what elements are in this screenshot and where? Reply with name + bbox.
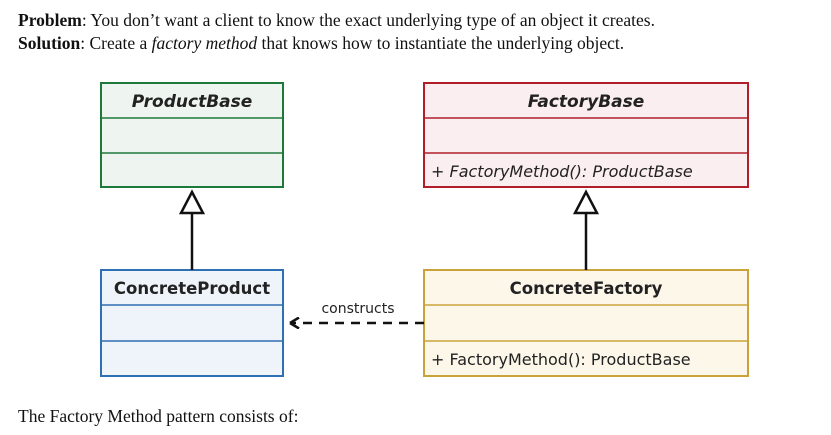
solution-label: Solution (18, 33, 81, 53)
product-inheritance-arrow (178, 189, 206, 270)
factory-base-name: FactoryBase (528, 92, 645, 112)
solution-text-after: that knows how to instantiate the underl… (257, 33, 625, 53)
solution-text-before: : Create a (80, 33, 152, 53)
concrete-factory-class: ConcreteFactory + FactoryMethod(): Produ… (423, 269, 749, 377)
dependency-label: constructs (321, 301, 394, 317)
constructs-dependency: constructs (290, 301, 424, 323)
footer-text: The Factory Method pattern consists of: (18, 406, 299, 426)
concrete-product-name: ConcreteProduct (114, 279, 270, 298)
product-base-box (100, 82, 284, 188)
product-base-class: ProductBase (100, 82, 284, 188)
factory-base-box (423, 82, 749, 188)
factory-base-method: + FactoryMethod(): ProductBase (431, 162, 693, 181)
factory-inheritance-triangle (572, 189, 600, 215)
factory-base-class: FactoryBase + FactoryMethod(): ProductBa… (423, 82, 749, 188)
product-base-name: ProductBase (132, 92, 253, 112)
concrete-factory-method: + FactoryMethod(): ProductBase (431, 350, 691, 369)
problem-text: : You don’t want a client to know the ex… (81, 10, 655, 30)
concrete-product-class: ConcreteProduct (100, 269, 284, 377)
concrete-factory-name: ConcreteFactory (510, 279, 663, 298)
concrete-factory-box (423, 269, 749, 377)
problem-statement: Problem: You don’t want a client to know… (18, 9, 655, 31)
solution-emphasis: factory method (151, 33, 258, 53)
product-inheritance-triangle (178, 189, 206, 215)
factory-inheritance-arrow (572, 189, 600, 270)
concrete-product-box (100, 269, 284, 377)
solution-statement: Solution: Create a factory method that k… (18, 32, 624, 54)
problem-label: Problem (18, 10, 82, 30)
